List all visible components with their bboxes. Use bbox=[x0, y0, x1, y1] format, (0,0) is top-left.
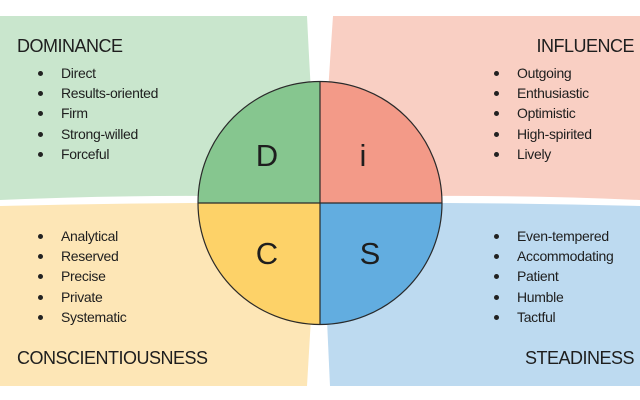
list-item: Humble bbox=[494, 287, 613, 307]
list-item: High-spirited bbox=[494, 124, 592, 144]
list-item: Precise bbox=[38, 266, 126, 286]
list-item: Results-oriented bbox=[38, 83, 158, 103]
d-letter: D bbox=[255, 138, 279, 173]
conscientiousness-title: CONSCIENTIOUSNESS bbox=[17, 348, 208, 368]
list-item: Accommodating bbox=[494, 246, 614, 266]
list-item: Patient bbox=[494, 266, 613, 286]
list-item: Private bbox=[38, 287, 126, 307]
list-item: Forceful bbox=[38, 144, 158, 164]
list-item: Tactful bbox=[494, 307, 613, 327]
conscientiousness-traits: Analytical Reserved Precise Private Syst… bbox=[38, 226, 127, 327]
influence-title: INFLUENCE bbox=[536, 36, 634, 56]
list-item: Optimistic bbox=[494, 103, 592, 123]
i-quadrant bbox=[320, 82, 442, 203]
list-item: Analytical bbox=[38, 226, 126, 246]
influence-traits: Outgoing Enthusiastic Optimistic High-sp… bbox=[494, 63, 592, 164]
s-letter: S bbox=[359, 236, 381, 271]
list-item: Systematic bbox=[38, 307, 127, 327]
dominance-title: DOMINANCE bbox=[17, 36, 123, 56]
list-item: Lively bbox=[494, 144, 592, 164]
steadiness-title: STEADINESS bbox=[524, 348, 635, 368]
list-item: Firm bbox=[38, 103, 158, 123]
list-item: Direct bbox=[38, 63, 158, 83]
s-quadrant bbox=[320, 203, 443, 325]
c-letter: C bbox=[255, 236, 279, 271]
dominance-traits: Direct Results-oriented Firm Strong-will… bbox=[38, 63, 158, 164]
i-letter: i bbox=[359, 138, 367, 173]
steadiness-traits: Even-tempered Accommodating Patient Humb… bbox=[494, 226, 614, 327]
d-quadrant bbox=[198, 82, 320, 203]
list-item: Reserved bbox=[38, 246, 126, 266]
c-quadrant bbox=[197, 203, 320, 325]
list-item: Even-tempered bbox=[494, 226, 613, 246]
list-item: Enthusiastic bbox=[494, 83, 592, 103]
list-item: Outgoing bbox=[494, 63, 592, 83]
list-item: Strong-willed bbox=[38, 124, 158, 144]
